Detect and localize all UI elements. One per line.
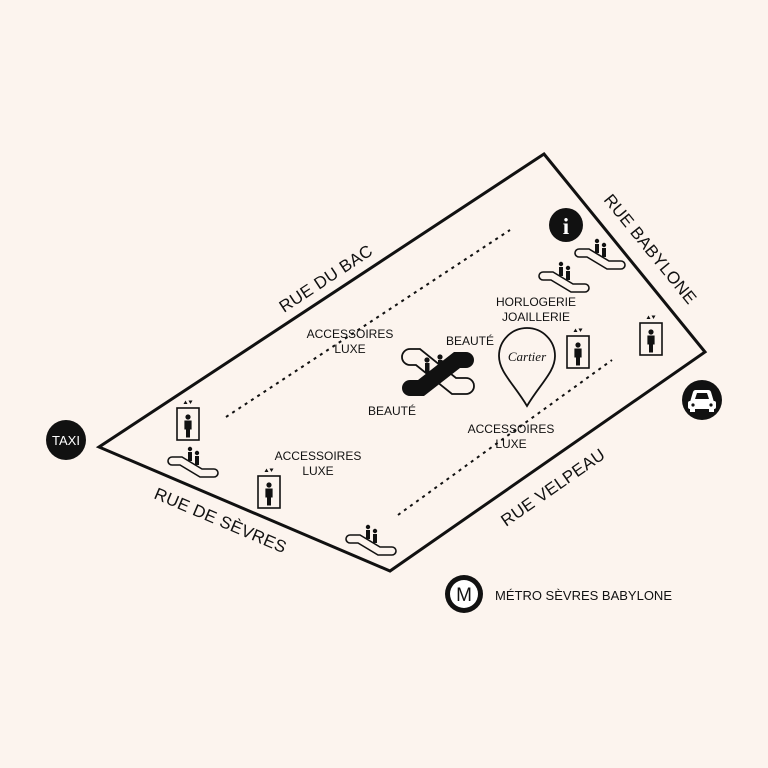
taxi-badge-icon[interactable]: TAXI bbox=[46, 420, 86, 460]
street-rue-babylone: RUE BABYLONE bbox=[600, 191, 700, 308]
svg-text:LUXE: LUXE bbox=[495, 437, 526, 451]
zone-accessoires-luxe-center: ACCESSOIRES LUXE bbox=[307, 327, 394, 356]
elevator-icon bbox=[639, 314, 663, 356]
svg-text:i: i bbox=[563, 214, 570, 239]
escalator-icon bbox=[401, 348, 475, 396]
elevator-icon bbox=[566, 327, 590, 369]
zone-horlogerie-joaillerie: HORLOGERIE JOAILLERIE bbox=[496, 295, 576, 324]
svg-text:ACCESSOIRES: ACCESSOIRES bbox=[275, 449, 362, 463]
zone-beaute-upper: BEAUTÉ bbox=[446, 333, 494, 348]
street-rue-du-bac: RUE DU BAC bbox=[276, 241, 377, 316]
zone-accessoires-luxe-left: ACCESSOIRES LUXE bbox=[275, 449, 362, 478]
elevator-icon bbox=[176, 399, 200, 441]
svg-text:LUXE: LUXE bbox=[334, 342, 365, 356]
escalator-icon bbox=[345, 523, 397, 556]
svg-text:HORLOGERIE: HORLOGERIE bbox=[496, 295, 576, 309]
zone-beaute-lower: BEAUTÉ bbox=[368, 403, 416, 418]
brand-logo: Cartier bbox=[508, 349, 547, 364]
svg-text:TAXI: TAXI bbox=[52, 433, 80, 448]
metro-station-label[interactable]: MÉTRO SÈVRES BABYLONE bbox=[495, 588, 672, 603]
car-icon[interactable] bbox=[682, 380, 722, 420]
svg-text:ACCESSOIRES: ACCESSOIRES bbox=[307, 327, 394, 341]
svg-text:ACCESSOIRES: ACCESSOIRES bbox=[468, 422, 555, 436]
info-icon[interactable]: i bbox=[549, 208, 583, 242]
svg-text:M: M bbox=[456, 585, 472, 606]
zone-accessoires-luxe-bottom: ACCESSOIRES LUXE bbox=[468, 422, 555, 451]
location-pin-icon: Cartier bbox=[498, 327, 556, 408]
escalator-icon bbox=[538, 260, 590, 293]
elevator-icon bbox=[257, 467, 281, 509]
svg-text:JOAILLERIE: JOAILLERIE bbox=[502, 310, 570, 324]
building-outline bbox=[95, 152, 708, 573]
metro-icon[interactable]: M bbox=[445, 575, 483, 613]
svg-text:LUXE: LUXE bbox=[302, 464, 333, 478]
aisle-south bbox=[397, 359, 613, 516]
escalator-icon bbox=[167, 445, 219, 478]
